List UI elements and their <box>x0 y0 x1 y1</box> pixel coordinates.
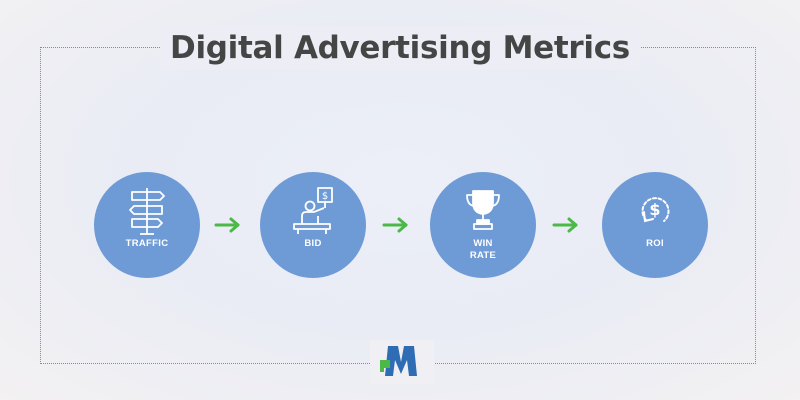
arrow-icon <box>552 217 578 233</box>
step-label: TRAFFIC <box>125 238 169 249</box>
signpost-icon <box>129 188 165 235</box>
step-traffic: TRAFFIC <box>94 172 200 278</box>
step-win-rate: WIN RATE <box>430 172 536 278</box>
arrow-icon <box>214 217 240 233</box>
step-bid: $ BID <box>260 172 366 278</box>
diagram-title: Digital Advertising Metrics <box>160 26 640 70</box>
svg-text:$: $ <box>322 191 328 202</box>
brand-logo-icon <box>380 346 417 376</box>
dollar-return-icon: $ <box>641 197 670 223</box>
step-label: ROI <box>646 238 664 249</box>
bidder-paddle-icon: $ <box>293 187 333 234</box>
step-label: BID <box>304 238 322 249</box>
step-roi: $ ROI <box>602 172 708 278</box>
svg-text:$: $ <box>649 200 660 219</box>
trophy-icon <box>466 190 500 230</box>
step-label: WIN RATE <box>469 238 497 261</box>
arrow-icon <box>382 217 408 233</box>
